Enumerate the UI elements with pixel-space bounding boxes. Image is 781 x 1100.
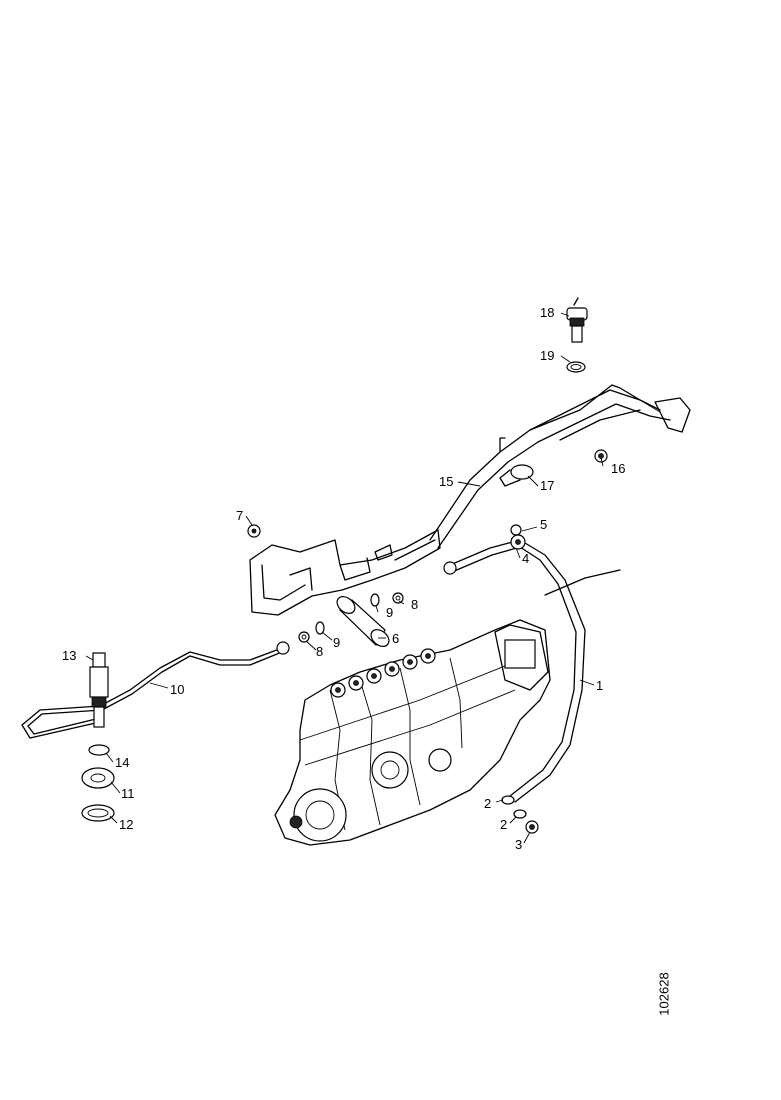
drawing-number-text: 102628 (656, 972, 672, 1016)
part-9-washer-upper (370, 593, 380, 607)
part-17-sleeve (499, 464, 534, 487)
part-12-gasket (81, 804, 115, 822)
callout-14: 14 (115, 755, 130, 770)
callout-12: 12 (119, 817, 134, 832)
part-16-bolt (594, 449, 608, 463)
part-2-washer-lower (513, 809, 527, 819)
callout-8-upper: 8 (411, 597, 419, 612)
callout-7: 7 (236, 508, 244, 523)
leader-lines (85, 312, 604, 844)
callout-16: 16 (611, 461, 626, 476)
pump-outlet-row (330, 648, 436, 698)
part-2-washer-upper (501, 795, 515, 805)
part-9-washer-lower (315, 621, 325, 635)
part-4-banjo (510, 534, 526, 550)
callout-13: 13 (62, 648, 77, 663)
callout-2-upper: 2 (484, 796, 492, 811)
part-8-fitting-upper (392, 592, 404, 604)
part-3-banjo-bolt (525, 820, 539, 834)
part-18-sensor (566, 297, 588, 343)
part-13-injector (89, 652, 109, 728)
drawing-number: 102628 (644, 964, 684, 1024)
part-8-fitting-lower (298, 631, 310, 643)
callout-15: 15 (439, 474, 454, 489)
part-10-pipe (21, 641, 290, 739)
callout-6: 6 (392, 631, 400, 646)
part-15-bracket (429, 384, 691, 549)
filter-bracket-plate (249, 529, 441, 616)
part-14-seal (88, 744, 110, 756)
callout-1: 1 (596, 678, 604, 693)
callout-3: 3 (515, 837, 523, 852)
callout-19: 19 (540, 348, 555, 363)
callout-18: 18 (540, 305, 555, 320)
callout-10: 10 (170, 682, 185, 697)
callout-9-upper: 9 (386, 605, 394, 620)
callout-8-lower: 8 (316, 644, 324, 659)
callout-9-lower: 9 (333, 635, 341, 650)
callout-11: 11 (121, 786, 135, 801)
callout-17: 17 (540, 478, 555, 493)
callout-4: 4 (522, 551, 530, 566)
part-5-bolt (510, 524, 522, 536)
part-6-filter (336, 596, 390, 647)
part-7-bolt (247, 524, 261, 538)
injection-pump (274, 569, 621, 846)
callout-5: 5 (540, 517, 548, 532)
part-11-flange (81, 767, 115, 789)
part-1-hose (443, 539, 586, 803)
part-19-seal-ring (566, 361, 586, 373)
callout-2-lower: 2 (500, 817, 508, 832)
